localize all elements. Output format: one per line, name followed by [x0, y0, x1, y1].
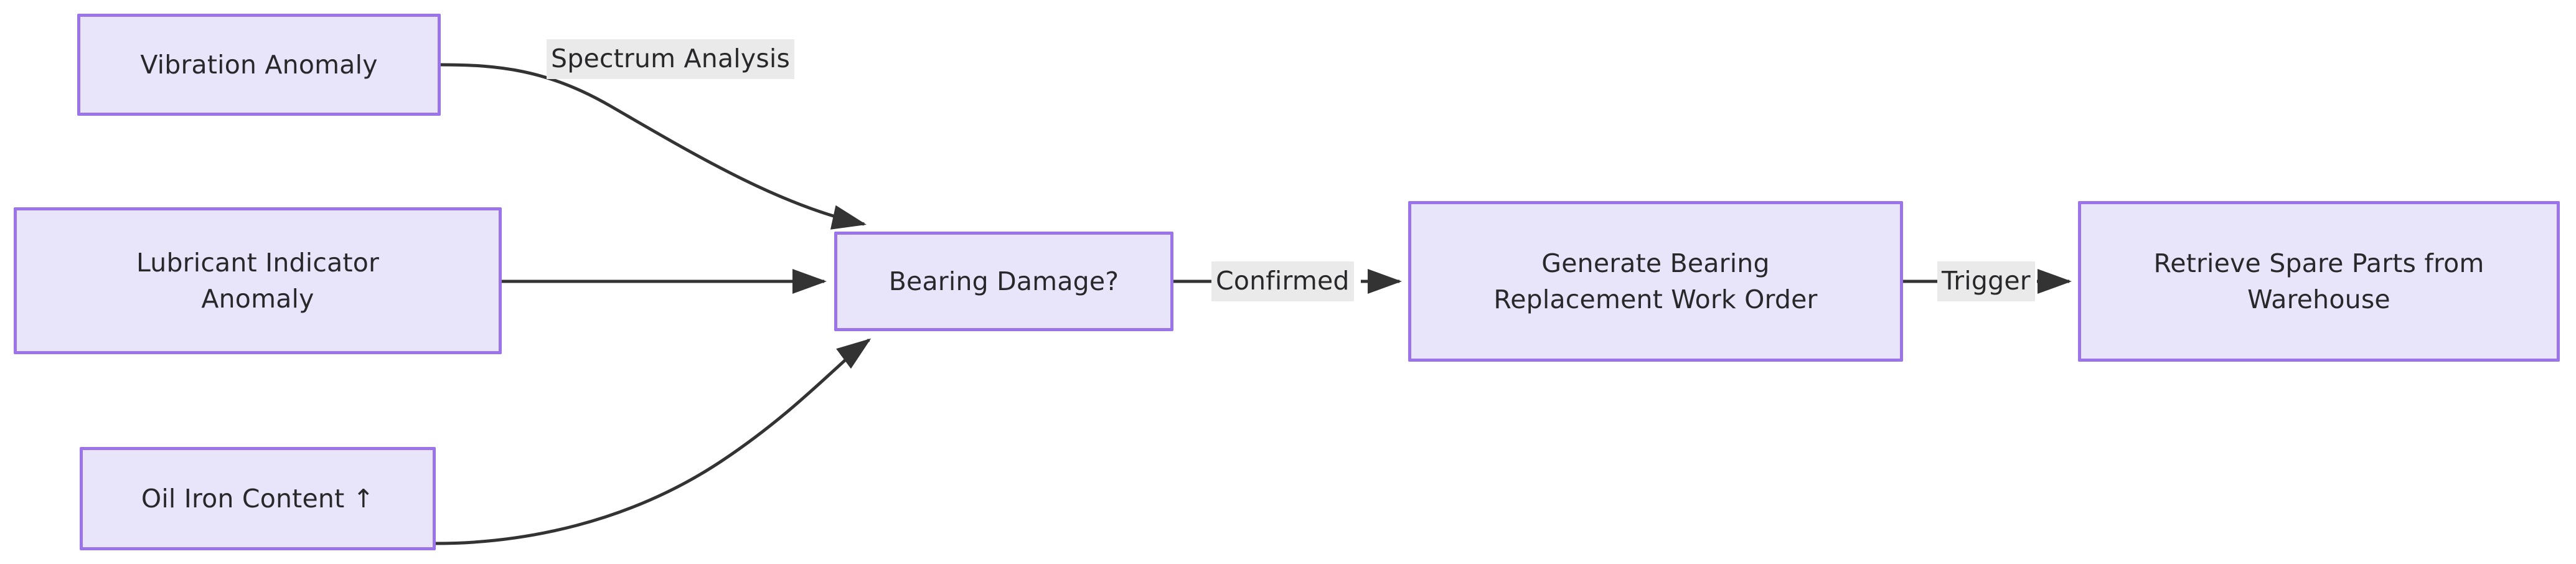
node-bearing-damage-question[interactable]: Bearing Damage?	[834, 232, 1173, 331]
node-label-lubricant-indicator-anomaly: Lubricant Indicator Anomaly	[136, 247, 380, 314]
node-label-bearing-damage-question: Bearing Damage?	[888, 266, 1119, 296]
node-oil-iron-content-up[interactable]: Oil Iron Content ↑	[80, 447, 436, 550]
node-generate-work-order[interactable]: Generate Bearing Replacement Work Order	[1408, 201, 1903, 362]
edge-label-trigger: Trigger	[1937, 261, 2035, 302]
edge-oil-to-bearing-path	[435, 338, 872, 545]
node-vibration-anomaly[interactable]: Vibration Anomaly	[77, 14, 441, 116]
node-label-vibration-anomaly: Vibration Anomaly	[140, 49, 378, 80]
node-label-oil-iron-content-up: Oil Iron Content ↑	[141, 483, 375, 514]
edge-label-confirmed: Confirmed	[1211, 261, 1354, 302]
node-label-generate-work-order: Generate Bearing Replacement Work Order	[1493, 248, 1818, 314]
edge-label-spectrum-analysis: Spectrum Analysis	[547, 39, 795, 80]
node-lubricant-indicator-anomaly[interactable]: Lubricant Indicator Anomaly	[14, 207, 502, 354]
edge-vibration-to-bearing-path	[440, 63, 867, 230]
node-retrieve-spare-parts[interactable]: Retrieve Spare Parts from Warehouse	[2078, 201, 2560, 362]
node-label-retrieve-spare-parts: Retrieve Spare Parts from Warehouse	[2153, 248, 2484, 314]
